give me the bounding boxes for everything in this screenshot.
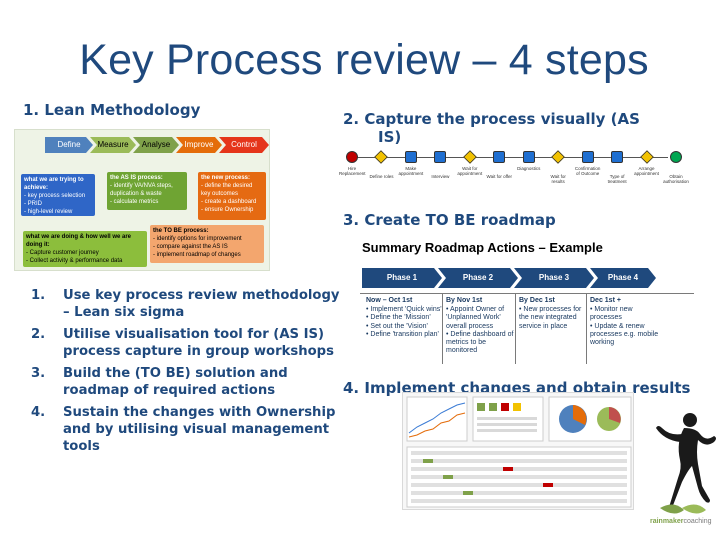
list-item: - identify options for improvement [153,236,242,242]
phase-define: Define [45,137,93,153]
roadmap-title: Summary Roadmap Actions – Example [362,240,603,255]
list-item: - identify VA/NVA steps, duplication & w… [110,183,173,197]
heading-create-roadmap: 3. Create TO BE roadmap [343,211,556,229]
as-is-box: the AS IS process: - identify VA/NVA ste… [107,172,187,210]
list-item: Monitor new processes [590,306,664,322]
list-item: - define the desired key outcomes [201,183,253,197]
list-item: - implement roadmap of changes [153,252,241,258]
rainmaker-logo [640,408,722,524]
lean-methodology-diagram: Define Measure Analyse Improve Control w… [14,129,270,271]
to-be-box: the TO BE process: - identify options fo… [150,225,264,263]
roadmap-column-3: By Dec 1st New processes for the new int… [519,297,585,331]
list-item: 1. Use key process review methodology – … [31,288,340,320]
list-item: - key process selection [24,193,86,199]
roadmap-column-2: By Nov 1st Appoint Owner of 'Unplanned W… [446,297,514,355]
list-item: - compare against the AS IS [153,244,228,250]
roadmap-diagram: Summary Roadmap Actions – Example Phase … [340,240,698,368]
process-step-label: Diagnostics [517,166,541,171]
process-step-node [463,150,477,164]
roadmap-phase-4: Phase 4 [590,268,656,288]
list-item: 4. Sustain the changes with Ownership an… [31,405,336,454]
process-flow-line [348,157,668,158]
process-step-node [551,150,565,164]
dashboard-screenshot [402,392,634,510]
process-step-node [346,151,358,163]
list-item: Define 'transition plan' [366,331,442,339]
process-step-node [670,151,682,163]
list-item: - Collect activity & performance data [26,258,123,264]
dmaic-phase-strip: Define Measure Analyse Improve Control [45,137,266,153]
list-item: New processes for the new integrated ser… [519,306,585,331]
list-item: 2. Utilise visualisation tool for (AS IS… [31,327,334,359]
logo-wordmark: rainmakercoaching [650,518,712,525]
roadmap-divider [442,294,443,364]
process-step-node [522,151,535,163]
process-step-node [581,151,594,163]
process-step-node [434,151,447,163]
process-step-node [374,150,389,164]
list-item: - create a dashboard [201,199,257,205]
phase-analyse: Analyse [133,137,179,153]
new-process-box: the new process: - define the desired ke… [198,172,266,220]
list-item: Define dashboard of metrics to be monito… [446,331,514,356]
list-item: - PRID [24,201,42,207]
list-item: Implement 'Quick wins' [366,306,442,314]
process-step-label: Type of treatment [607,174,627,184]
phase-control: Control [219,137,269,153]
page-title: Key Process review – 4 steps [79,36,649,84]
process-step-label: Wait for results [550,174,566,184]
process-step-label: Interview [431,174,450,179]
roadmap-phase-1: Phase 1 [362,268,442,288]
process-step-label: Arrange appointment [634,166,659,176]
phase-measure: Measure [90,137,136,153]
process-step-node [639,150,654,164]
roadmap-phase-3: Phase 3 [514,268,594,288]
process-step-label: Make appointment [398,166,424,176]
steps-list: 1. Use key process review methodology – … [31,287,341,460]
roadmap-column-1: Now – Oct 1st Implement 'Quick wins' Def… [366,297,442,339]
measure-box: what we are doing & how well we are doin… [23,231,147,267]
process-step-label: Wait for appointment [457,166,483,176]
process-step-node [611,151,624,163]
dancing-figure-icon [656,413,716,514]
list-item: Set out the 'Vision' [366,323,442,331]
list-item: - calculate metrics [110,199,159,205]
roadmap-divider [515,294,516,364]
dashboard-image [406,396,632,508]
phase-improve: Improve [176,137,222,153]
process-step-node [404,151,417,163]
heading-lean-methodology: 1. Lean Methodology [23,101,201,119]
roadmap-divider [586,294,587,364]
list-item: 3. Build the (TO BE) solution and roadma… [31,366,288,398]
process-step-label: Hire Replacement [339,166,366,176]
list-item: Update & renew processes e.g. mobile wor… [590,323,664,348]
define-box: what we are trying to achieve: - key pro… [21,174,95,216]
list-item: - ensure Ownership [201,207,254,213]
heading-capture-process: 2. Capture the process visually (AS IS) [343,110,640,146]
roadmap-timeline [360,293,694,294]
process-step-label: Confirmation of Outcome [574,166,601,176]
process-step-label: Wait for offer [486,174,513,179]
process-step-node [493,151,506,163]
process-step-label: Obtain authorisation [663,174,689,184]
list-item: Appoint Owner of 'Unplanned Work' overal… [446,306,514,331]
roadmap-phase-2: Phase 2 [438,268,518,288]
list-item: Define the 'Mission' [366,314,442,322]
roadmap-column-4: Dec 1st + Monitor new processes Update &… [590,297,664,347]
process-step-label: Define roles [369,174,394,179]
list-item: - Capture customer journey [26,250,99,256]
list-item: - high-level review [24,209,73,215]
